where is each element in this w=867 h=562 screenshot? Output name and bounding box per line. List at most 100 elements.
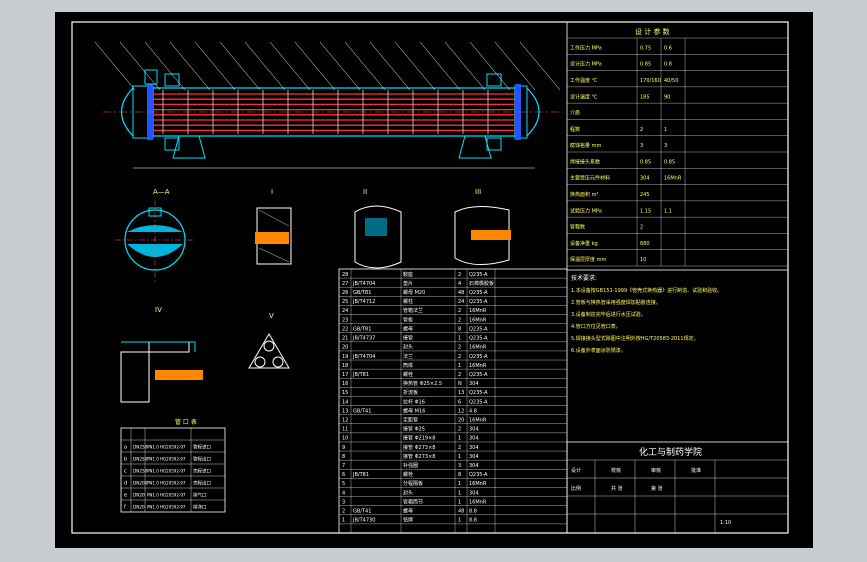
title-block-label: 第 张: [651, 485, 663, 492]
bom-qty: 6: [458, 399, 461, 405]
bom-item-no: 24: [342, 308, 348, 314]
bom-material: 16MnR: [469, 417, 487, 423]
bom-qty: 48: [458, 290, 464, 296]
heat-exchanger-elevation: [94, 41, 563, 169]
bom-material: 16MnR: [469, 363, 487, 369]
bom-material: 16MnR: [469, 345, 487, 351]
nozzle-code: c: [124, 468, 127, 474]
bom-name: 封头: [403, 344, 413, 351]
bom-item-no: 28: [342, 272, 348, 278]
bom-item-no: 15: [342, 390, 348, 396]
spec-value-tube: 245: [640, 192, 650, 198]
nozzle-code: a: [124, 444, 127, 450]
leader-line: [169, 41, 211, 91]
bom-name: 接管 Φ25: [403, 426, 425, 433]
bom-material: 304: [469, 463, 479, 469]
view-label-v: V: [269, 312, 274, 320]
nozzle-size: DN200: [133, 480, 148, 485]
nozzle-size: DN250: [133, 456, 148, 461]
bom-name: 管箱法兰: [403, 307, 423, 314]
spec-value-shell: 90: [664, 94, 670, 100]
bom-qty: 1: [458, 436, 461, 442]
bom-name: 分程隔板: [403, 480, 423, 487]
view-label-a-a: A—A: [153, 188, 170, 196]
bom-qty: 2: [458, 354, 461, 360]
leader-line: [444, 41, 486, 91]
spec-label: 试验压力 MPa: [570, 207, 602, 214]
nozzle-size: DN250: [133, 468, 148, 473]
bom-material: 16MnR: [469, 499, 487, 505]
title-block-label: 校核: [611, 467, 621, 474]
nozzle-code: d: [124, 480, 127, 486]
bom-name: 接管 Φ219×8: [403, 435, 435, 442]
detail-iv-view: IV: [120, 306, 203, 403]
bom-name: 定距管: [403, 416, 418, 423]
bom-qty: 2: [458, 445, 461, 451]
spec-value-shell: 0.8: [664, 62, 672, 68]
bom-material: 4.8: [469, 408, 477, 414]
bom-standard: JB/T4730: [352, 518, 375, 524]
tech-requirement-line: 2.管板与换热管采用强度焊加贴胀连接。: [571, 299, 661, 306]
bom-material: Q235-A: [469, 372, 488, 378]
bom-item-no: 25: [342, 299, 348, 305]
cad-drawing: A—A I II III IV V: [71, 21, 789, 534]
leader-line: [119, 41, 161, 91]
nozzle-standard: PN1.0 HG20592-97: [147, 504, 186, 509]
leader-line: [494, 41, 536, 91]
bom-qty: 8: [458, 326, 461, 332]
nozzle-code: e: [124, 492, 127, 498]
bom-name: 螺柱: [403, 298, 413, 305]
spec-label: 设计压力 MPa: [570, 61, 602, 68]
bom-material: 8.8: [469, 518, 477, 524]
leader-line: [519, 41, 561, 91]
spec-value-shell: 3: [664, 143, 667, 149]
bom-qty: 48: [458, 509, 464, 515]
spec-label: 焊接接头系数: [570, 158, 600, 165]
nozzle-size: DN20: [133, 504, 145, 509]
view-label-iii: III: [475, 188, 481, 196]
bom-standard: JB/T4712: [352, 299, 375, 305]
school-name: 化工与制药学院: [639, 446, 702, 458]
tech-requirement-line: 3.设备制造完毕后进行水压试验。: [571, 311, 646, 318]
bom-name: 筒体: [403, 362, 413, 369]
bom-material: Q235-A: [469, 472, 488, 478]
bom-material: 304: [469, 436, 479, 442]
leader-line: [244, 41, 286, 91]
spec-label: 主要受压元件材料: [570, 175, 610, 182]
bom-qty: N: [458, 381, 462, 387]
bom-item-no: 27: [342, 281, 348, 287]
spec-value-tube: 1.15: [640, 208, 651, 214]
title-block: 化工与制药学院 设计校核审核批准比例共 张第 张1:10: [566, 441, 789, 534]
spec-value-shell: 0.85: [664, 159, 675, 165]
leader-line: [419, 41, 461, 91]
bom-name: 鞍座: [403, 271, 413, 278]
bom-name: 螺母: [403, 325, 413, 332]
spec-title: 设 计 参 数: [635, 27, 670, 36]
bom-item-no: 22: [342, 326, 348, 332]
bom-item-no: 5: [342, 481, 345, 487]
spec-label: 程数: [570, 126, 580, 133]
bom-material: Q235-A: [469, 272, 488, 278]
bom-item-no: 7: [342, 463, 345, 469]
bom-qty: 1: [458, 518, 461, 524]
bom-item-no: 13: [342, 408, 348, 414]
leader-line: [319, 41, 361, 91]
bom-material: 304: [469, 445, 479, 451]
nozzle-size: DN20: [133, 492, 145, 497]
spec-value-shell: 1: [664, 127, 667, 133]
leader-line: [194, 41, 236, 91]
bom-material: Q235-A: [469, 326, 488, 332]
spec-label: 腐蚀裕量 mm: [570, 142, 601, 149]
bom-material: Q235-A: [469, 399, 488, 405]
bom-item-no: 2: [342, 509, 345, 515]
bom-qty: 2: [458, 427, 461, 433]
nozzle-standard: PN1.0 HG20592-97: [147, 444, 186, 449]
bom-standard: GB/T41: [353, 509, 371, 515]
bom-item-no: 1: [342, 518, 345, 524]
leader-line: [394, 41, 436, 91]
bom-qty: 3: [458, 463, 461, 469]
bom-standard: GB/T41: [353, 408, 371, 414]
bom-item-no: 19: [342, 354, 348, 360]
